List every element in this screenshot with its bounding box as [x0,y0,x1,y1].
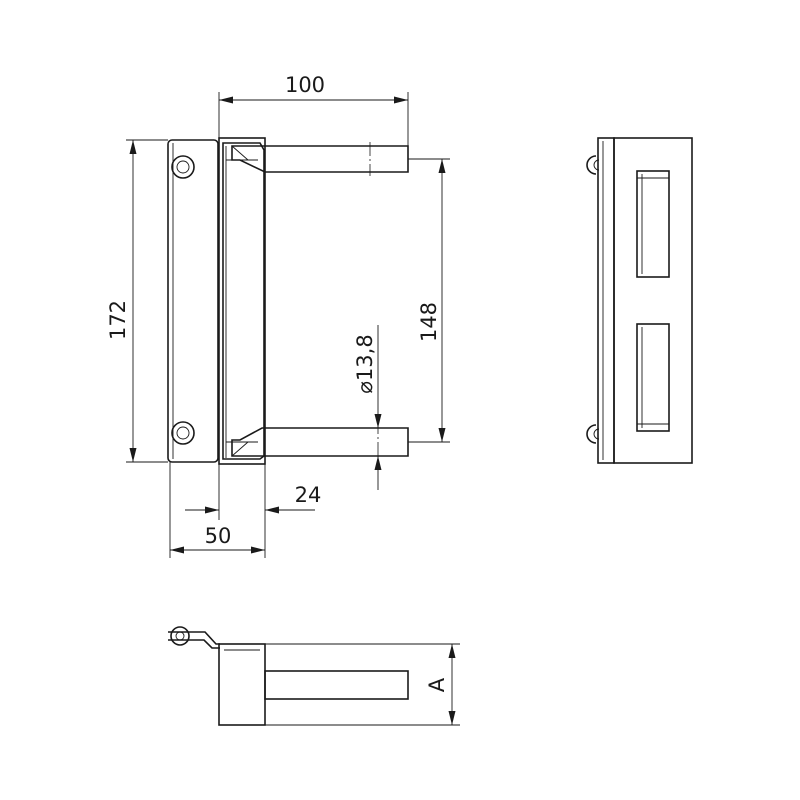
side-screw-bottom [586,424,600,444]
side-view [586,137,693,464]
dimension-50: 50 [169,462,266,558]
dim-label-diameter: ⌀13,8 [353,334,377,393]
dim-label-50: 50 [205,524,232,548]
pin-bottom [231,427,409,457]
dimension-100: 100 [218,73,409,146]
dim-label-148: 148 [417,302,441,342]
screw-top [171,155,195,179]
dimension-172: 172 [106,139,168,463]
handle-body [218,137,266,465]
dim-label-100: 100 [285,73,325,97]
dimension-a: A [265,643,460,726]
dimension-diameter: ⌀13,8 [353,325,382,490]
side-screw-top [586,155,600,175]
pin-top [231,145,409,173]
dim-label-172: 172 [106,300,130,340]
dimension-24: 24 [185,464,321,520]
mounting-plate [167,139,219,463]
slot-top [636,170,670,278]
front-view: 100 172 148 ⌀13,8 [106,73,450,558]
dim-label-a: A [425,677,449,692]
dim-label-24: 24 [295,483,322,507]
slot-bottom [636,323,670,432]
top-view: A [168,626,460,726]
dimension-148: 148 [408,158,450,443]
screw-bottom [171,421,195,445]
